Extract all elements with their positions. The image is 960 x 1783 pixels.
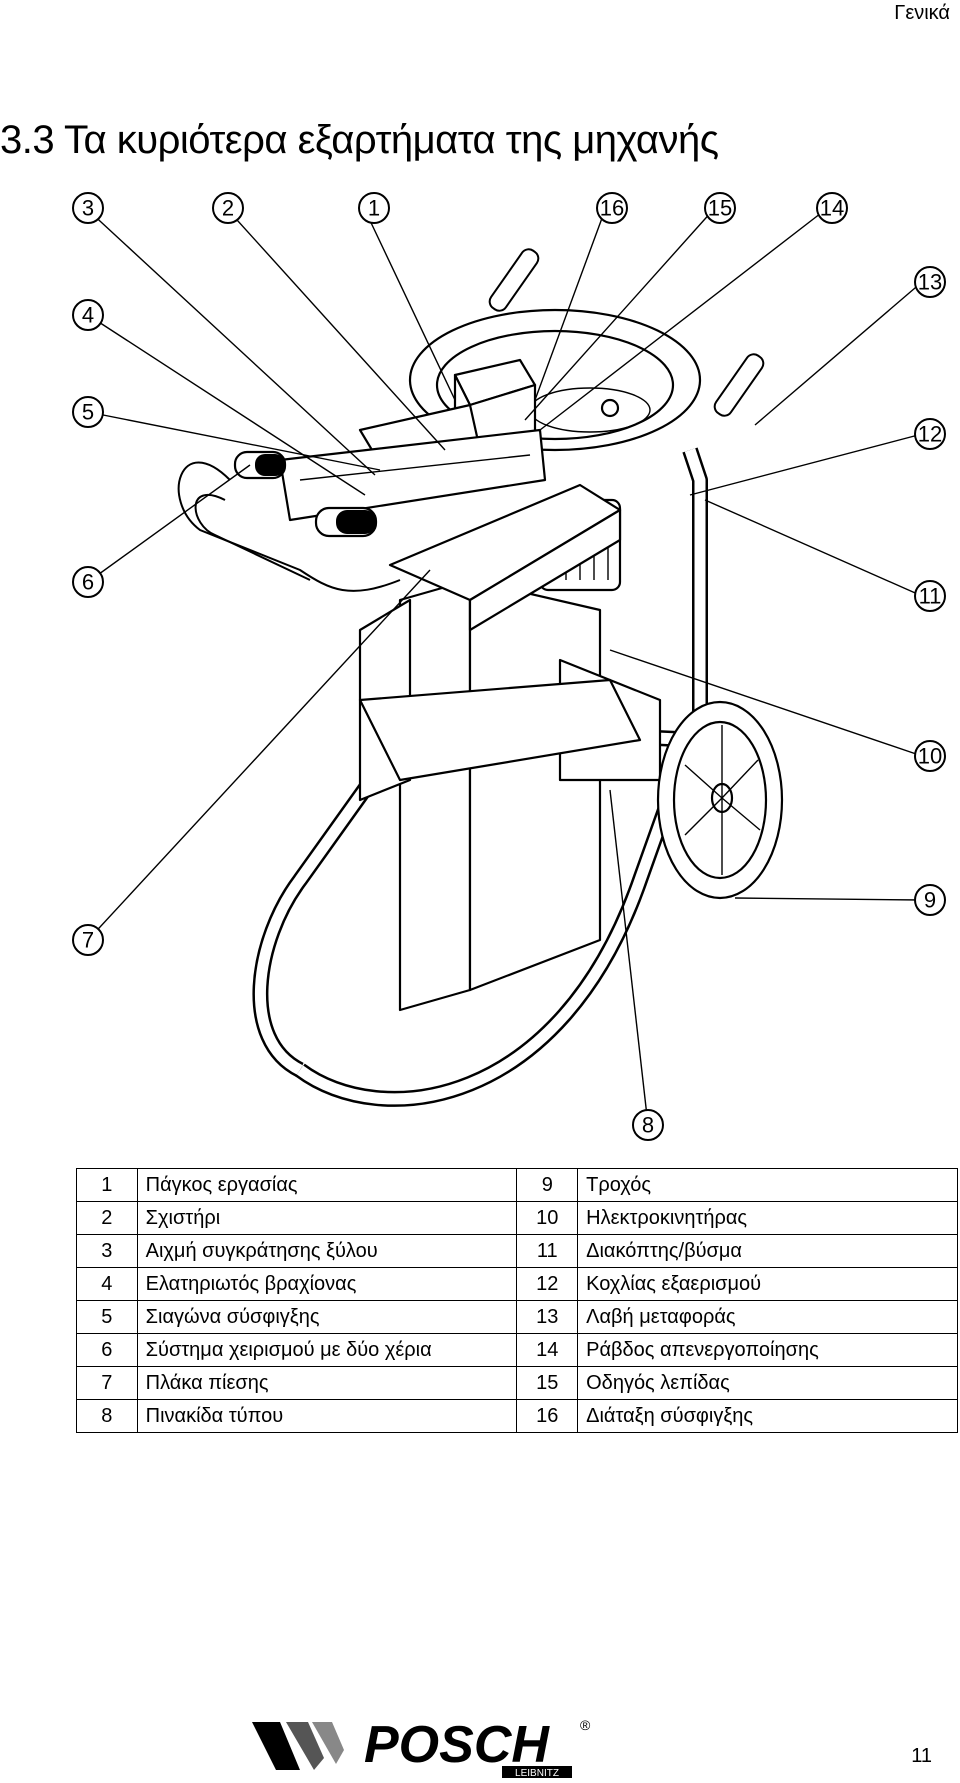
callout-3: 3 xyxy=(72,192,104,224)
callout-10: 10 xyxy=(914,740,946,772)
legend-right-label: Λαβή μεταφοράς xyxy=(577,1300,958,1334)
legend-right-number: 14 xyxy=(516,1333,579,1367)
callout-leader-lines xyxy=(87,209,923,1126)
callout-13: 13 xyxy=(914,266,946,298)
page-title: 3.3 Τα κυριότερα εξαρτήματα της μηχανής xyxy=(0,118,719,162)
callout-5: 5 xyxy=(72,396,104,428)
legend-right-label: Ράβδος απενεργοποίησης xyxy=(577,1333,958,1367)
legend-left-label: Πάγκος εργασίας xyxy=(136,1168,518,1202)
legend-left-label: Σιαγώνα σύσφιγξης xyxy=(136,1300,518,1334)
callout-4: 4 xyxy=(72,299,104,331)
callout-markers: 1 2 3 4 5 6 7 8 9 10 11 12 13 14 15 16 xyxy=(72,192,946,1141)
page-number: 11 xyxy=(911,1745,932,1767)
legend-left-label: Πλάκα πίεσης xyxy=(136,1366,518,1400)
legend-left-label: Ελατηριωτός βραχίονας xyxy=(136,1267,518,1301)
callout-1: 1 xyxy=(358,192,390,224)
legend-left-number: 6 xyxy=(76,1333,138,1367)
svg-text:13: 13 xyxy=(918,270,942,295)
legend-left-number: 2 xyxy=(76,1201,138,1235)
legend-left-label: Σύστημα χειρισμού με δύο χέρια xyxy=(136,1333,518,1367)
legend-left-number: 7 xyxy=(76,1366,138,1400)
posch-logo: POSCH LEIBNITZ ® xyxy=(252,1716,591,1779)
svg-text:11: 11 xyxy=(919,584,942,609)
legend-right-label: Διάταξη σύσφιγξης xyxy=(577,1399,958,1433)
legend-left-number: 1 xyxy=(76,1168,138,1202)
svg-text:5: 5 xyxy=(82,400,94,425)
log-splitter-drawing xyxy=(177,248,784,1107)
svg-text:8: 8 xyxy=(642,1113,654,1138)
legend-left-number: 4 xyxy=(76,1267,138,1301)
callout-11: 11 xyxy=(914,580,946,612)
callout-15: 15 xyxy=(704,192,736,224)
svg-text:12: 12 xyxy=(918,422,942,447)
callout-7: 7 xyxy=(72,924,104,956)
legend-left-label: Σχιστήρι xyxy=(136,1201,518,1235)
svg-text:2: 2 xyxy=(222,196,234,221)
legend-right-number: 11 xyxy=(516,1234,579,1268)
callout-8: 8 xyxy=(632,1109,664,1141)
registered-mark: ® xyxy=(580,1717,591,1733)
callout-2: 2 xyxy=(212,192,244,224)
svg-text:16: 16 xyxy=(600,196,624,221)
legend-left-number: 5 xyxy=(76,1300,138,1334)
callout-6: 6 xyxy=(72,566,104,598)
legend-right-number: 16 xyxy=(516,1399,579,1433)
legend-right-number: 15 xyxy=(516,1366,579,1400)
legend-left-label: Πινακίδα τύπου xyxy=(136,1399,518,1433)
machine-parts-diagram: 1 2 3 4 5 6 7 8 9 10 11 12 13 14 15 16 xyxy=(72,192,946,1141)
logo-brand-text: POSCH xyxy=(364,1716,550,1774)
legend-left-label: Αιχμή συγκράτησης ξύλου xyxy=(136,1234,518,1268)
svg-text:6: 6 xyxy=(82,570,94,595)
svg-text:3: 3 xyxy=(82,196,94,221)
svg-text:7: 7 xyxy=(82,928,94,953)
callout-9: 9 xyxy=(914,884,946,916)
legend-right-number: 13 xyxy=(516,1300,579,1334)
logo-sub-text: LEIBNITZ xyxy=(515,1768,559,1779)
svg-text:14: 14 xyxy=(820,196,844,221)
legend-right-number: 9 xyxy=(516,1168,579,1202)
legend-right-number: 10 xyxy=(516,1201,579,1235)
legend-right-label: Οδηγός λεπίδας xyxy=(577,1366,958,1400)
svg-text:4: 4 xyxy=(82,303,94,328)
legend-right-label: Διακόπτης/βύσμα xyxy=(577,1234,958,1268)
callout-16: 16 xyxy=(596,192,628,224)
legend-right-label: Τροχός xyxy=(577,1168,958,1202)
svg-text:15: 15 xyxy=(708,196,732,221)
section-header-label: Γενικά xyxy=(894,2,950,24)
legend-left-number: 3 xyxy=(76,1234,138,1268)
callout-14: 14 xyxy=(816,192,848,224)
svg-text:9: 9 xyxy=(924,888,936,913)
legend-right-label: Κοχλίας εξαερισμού xyxy=(577,1267,958,1301)
legend-right-number: 12 xyxy=(516,1267,579,1301)
legend-left-number: 8 xyxy=(76,1399,138,1433)
svg-text:10: 10 xyxy=(918,744,942,769)
callout-12: 12 xyxy=(914,418,946,450)
legend-right-label: Ηλεκτροκινητήρας xyxy=(577,1201,958,1235)
svg-text:1: 1 xyxy=(368,196,380,221)
